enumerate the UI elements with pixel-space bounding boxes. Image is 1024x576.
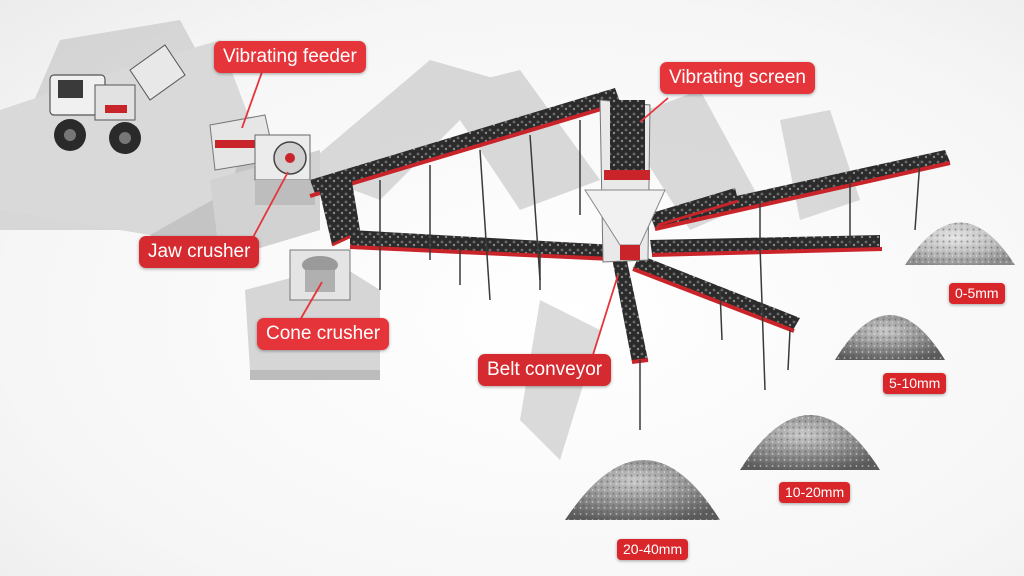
pile-10-20mm [740,415,880,470]
label-cone-crusher: Cone crusher [257,318,390,350]
conveyor-belts [309,88,951,364]
leader-jaw-crusher [249,171,289,244]
leader-lines [241,71,669,359]
leader-vibrating-feeder [241,71,263,129]
label-product-20-40mm: 20-40mm [617,539,689,560]
label-vibrating-feeder: Vibrating feeder [214,41,366,73]
label-product-5-10mm: 5-10mm [883,373,947,394]
stockpiles [565,222,1015,520]
jaw-crusher-machine [254,134,315,205]
label-jaw-crusher: Jaw crusher [139,236,260,268]
cone-crusher-platform [245,249,380,380]
pile-5-10mm [835,315,945,360]
label-vibrating-screen: Vibrating screen [660,62,815,94]
leader-vibrating-screen [639,97,669,123]
pile-0-5mm [905,222,1015,265]
leader-cone-crusher [299,281,323,321]
pile-20-40mm [565,460,720,520]
label-product-0-5mm: 0-5mm [949,283,1005,304]
vibrating-screen-machine [584,99,666,263]
label-product-10-20mm: 10-20mm [779,482,851,503]
wheel-loader [49,44,186,154]
label-belt-conveyor: Belt conveyor [478,354,612,386]
conveyor-supports [379,120,921,430]
leader-belt-conveyor [591,274,619,359]
